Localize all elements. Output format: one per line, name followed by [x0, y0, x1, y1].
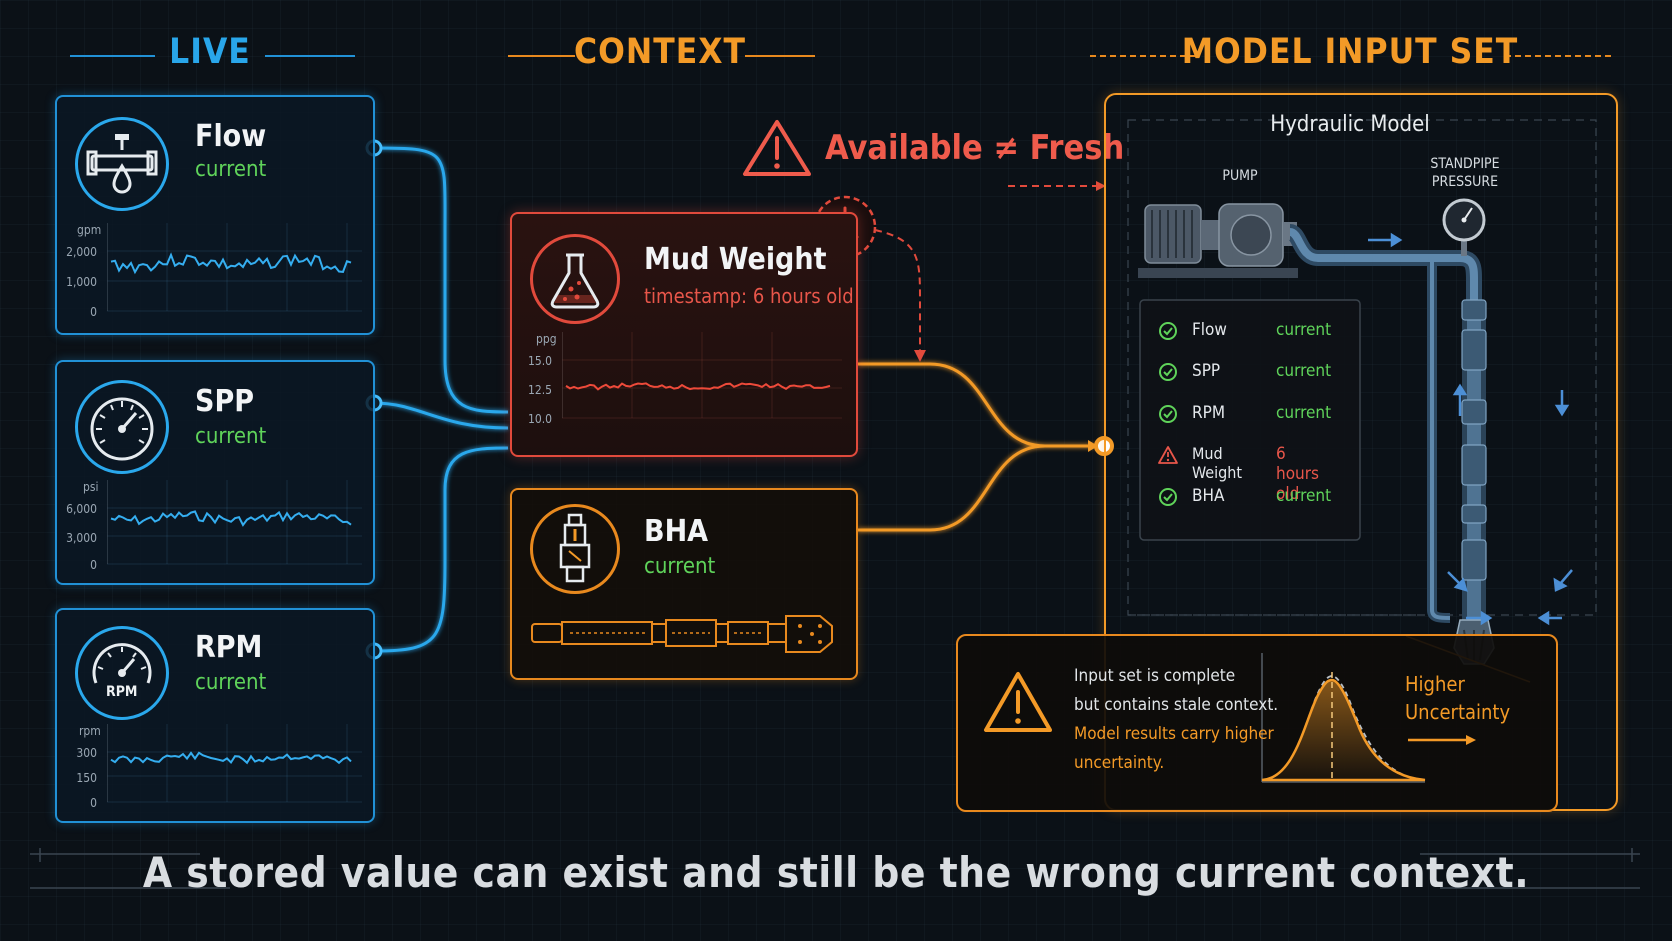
hydraulic-model-title: Hydraulic Model	[1270, 112, 1430, 137]
arrow-head-icon	[1088, 440, 1098, 452]
context-connectors	[858, 362, 1100, 532]
spp-tick: 0	[90, 558, 97, 572]
footer-rules	[30, 848, 1640, 889]
uncertainty-note-line4: uncertainty.	[1074, 753, 1165, 773]
header-context: CONTEXT	[574, 32, 746, 72]
arrow-right-icon	[1096, 181, 1106, 191]
pump-icon	[1138, 203, 1298, 278]
checklist-name: Mud Weight	[1192, 444, 1243, 482]
rpm-sparkline	[107, 724, 362, 803]
spp-unit: psi	[83, 480, 99, 494]
spp-sparkline	[107, 480, 362, 565]
check-circle-icon	[1159, 488, 1177, 506]
mud-weight-timestamp: timestamp: 6 hours old	[644, 284, 854, 308]
bha-assembly-drawing	[531, 615, 833, 653]
checklist-name: Flow	[1192, 320, 1227, 340]
standpipe-label-line1: STANDPIPE	[1430, 156, 1500, 172]
mud-weight-sparkline	[562, 332, 842, 419]
arrow-down-icon	[914, 350, 926, 362]
flow-sparkline	[107, 223, 362, 312]
spp-title: SPP	[195, 384, 254, 419]
mud-weight-title: Mud Weight	[644, 242, 827, 277]
bha-tool-icon	[530, 504, 620, 594]
checklist-panel	[1139, 299, 1361, 541]
standpipe-gauge-icon	[1442, 198, 1486, 256]
rpm-title: RPM	[195, 630, 263, 665]
checklist-name: BHA	[1192, 486, 1225, 506]
flow-title: Flow	[195, 119, 267, 154]
bha-card: BHA current	[510, 488, 858, 680]
checklist-status: current	[1276, 486, 1332, 506]
header-live: LIVE	[169, 32, 251, 72]
flow-status: current	[195, 157, 267, 182]
bha-status: current	[644, 554, 716, 579]
spp-card: SPP current psi 6,000 3,000 0	[55, 360, 375, 585]
checklist-name: SPP	[1192, 361, 1221, 381]
bha-title: BHA	[644, 514, 709, 549]
spp-tick: 3,000	[66, 531, 97, 545]
footer-message: A stored value can exist and still be th…	[142, 848, 1530, 897]
rpm-unit: rpm	[79, 724, 101, 738]
flow-arrows	[1368, 232, 1573, 626]
higher-uncertainty-line1: Higher	[1405, 672, 1465, 696]
flow-valve-icon	[75, 117, 169, 211]
flow-tick: 1,000	[66, 275, 97, 289]
higher-uncertainty-line2: Uncertainty	[1405, 700, 1511, 724]
uncertainty-note-line3: Model results carry higher	[1074, 724, 1274, 744]
flow-unit: gpm	[77, 223, 102, 237]
flask-icon	[530, 234, 620, 324]
live-connectors	[373, 146, 509, 653]
spp-status: current	[195, 424, 267, 449]
flow-tick: 2,000	[66, 245, 97, 259]
checklist-status: current	[1276, 361, 1332, 381]
uncertainty-callout	[956, 634, 1558, 812]
rpm-tick: 150	[76, 771, 97, 785]
check-circle-icon	[1159, 405, 1177, 423]
header-model-input-set: MODEL INPUT SET	[1181, 32, 1519, 72]
rpm-gauge-icon	[75, 626, 169, 720]
pump-label: PUMP	[1222, 168, 1258, 184]
uncertainty-note-line1: Input set is complete	[1074, 666, 1236, 686]
pressure-gauge-icon	[75, 380, 169, 474]
flow-card: Flow current gpm 2,000 1,000 0	[55, 95, 375, 335]
checklist-status: current	[1276, 403, 1332, 423]
uncertainty-note-line2: but contains stale context.	[1074, 695, 1279, 715]
mud-weight-card: Mud Weight timestamp: 6 hours old ppg 15…	[510, 212, 858, 457]
rpm-tick: 300	[76, 746, 97, 760]
warning-triangle-small-icon	[1158, 446, 1178, 464]
higher-uncertainty-tag: Higher Uncertainty	[1405, 670, 1510, 726]
rpm-status: current	[195, 670, 267, 695]
checklist-status: current	[1276, 320, 1332, 340]
check-circle-icon	[1159, 363, 1177, 381]
stale-link-dashed	[874, 229, 921, 352]
rpm-tick: 0	[90, 796, 97, 810]
mud-weight-tick: 10.0	[527, 412, 552, 426]
rpm-gauge-label: RPM	[106, 684, 138, 700]
standpipe-label-line2: PRESSURE	[1431, 174, 1499, 190]
checklist-name: RPM	[1192, 403, 1226, 423]
check-circle-icon	[1159, 322, 1177, 340]
model-inner-frame	[1127, 119, 1597, 616]
rpm-card: RPM RPM current rpm 300 150 0	[55, 608, 375, 823]
checklist-status: 6 hours old	[1276, 444, 1319, 504]
flow-tick: 0	[90, 305, 97, 319]
available-not-fresh-warning: Available ≠ Fresh	[825, 128, 1125, 168]
mud-weight-unit: ppg	[536, 332, 557, 346]
mud-weight-tick: 12.5	[527, 383, 552, 397]
warning-triangle-icon	[743, 120, 811, 176]
drillstring-joints	[1461, 299, 1487, 581]
spp-tick: 6,000	[66, 502, 97, 516]
mud-weight-tick: 15.0	[527, 354, 552, 368]
